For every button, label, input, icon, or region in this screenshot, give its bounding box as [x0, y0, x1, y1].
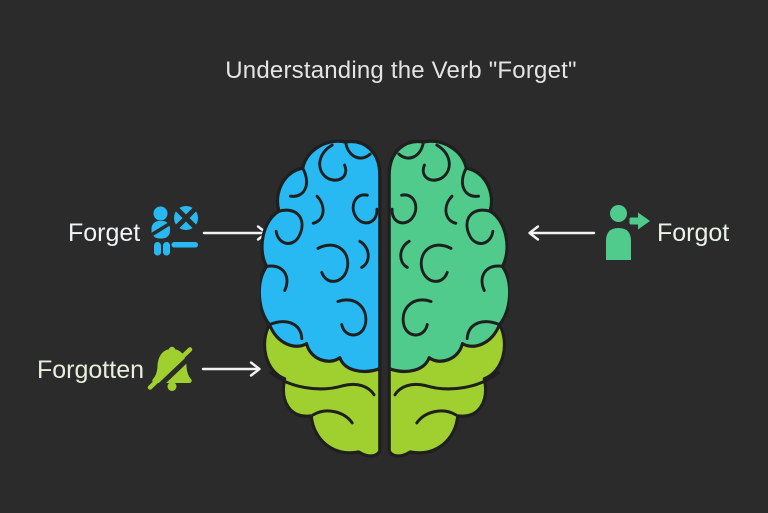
- brain-left-hemisphere: [260, 139, 382, 458]
- person-seated-crossed-circle-icon: [146, 206, 198, 256]
- forgot-label: Forgot: [657, 219, 730, 247]
- forgot-arrow-icon: [528, 225, 596, 241]
- brain-illustration: [260, 139, 509, 458]
- forget-label: Forget: [68, 219, 141, 247]
- page-title: Understanding the Verb "Forget": [225, 57, 577, 84]
- person-arrow-right-icon: [606, 205, 650, 260]
- forgotten-label: Forgotten: [37, 356, 145, 384]
- forgotten-arrow-icon: [201, 361, 261, 377]
- bell-slash-icon: [147, 346, 197, 393]
- brain-right-hemisphere: [387, 139, 509, 458]
